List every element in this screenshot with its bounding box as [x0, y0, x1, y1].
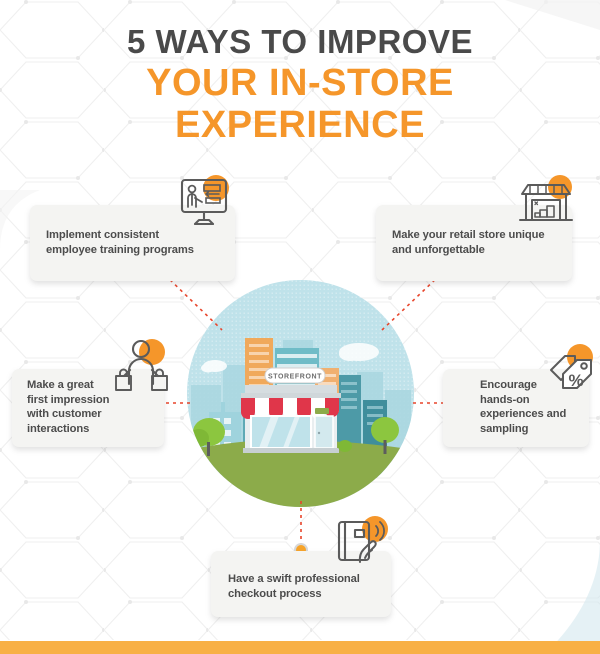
card-training-text: Implement consistent employee training p…	[46, 229, 194, 256]
training-presentation-icon	[180, 175, 229, 226]
svg-text:STOREFRONT: STOREFRONT	[268, 374, 322, 381]
bottom-accent-bar	[0, 641, 600, 654]
contactless-card-payment-icon	[337, 516, 388, 563]
page-title: 5 WAYS TO IMPROVE YOUR IN-STORE EXPERIEN…	[0, 22, 600, 146]
storefront-city-illustration: STOREFRONT	[187, 280, 414, 507]
title-line-2: YOUR IN-STORE	[146, 62, 454, 104]
card-unique-text: Make your retail store unique and unforg…	[392, 229, 545, 256]
retail-shop-icon	[519, 175, 573, 221]
title-line-3: EXPERIENCE	[175, 104, 425, 146]
title-line-1: 5 WAYS TO IMPROVE	[127, 23, 473, 60]
shopper-with-bags-icon	[115, 339, 168, 391]
card-checkout-text: Have a swift professional checkout proce…	[228, 573, 360, 600]
price-tag-percent-icon: %	[550, 344, 593, 390]
svg-text:%: %	[568, 371, 583, 390]
